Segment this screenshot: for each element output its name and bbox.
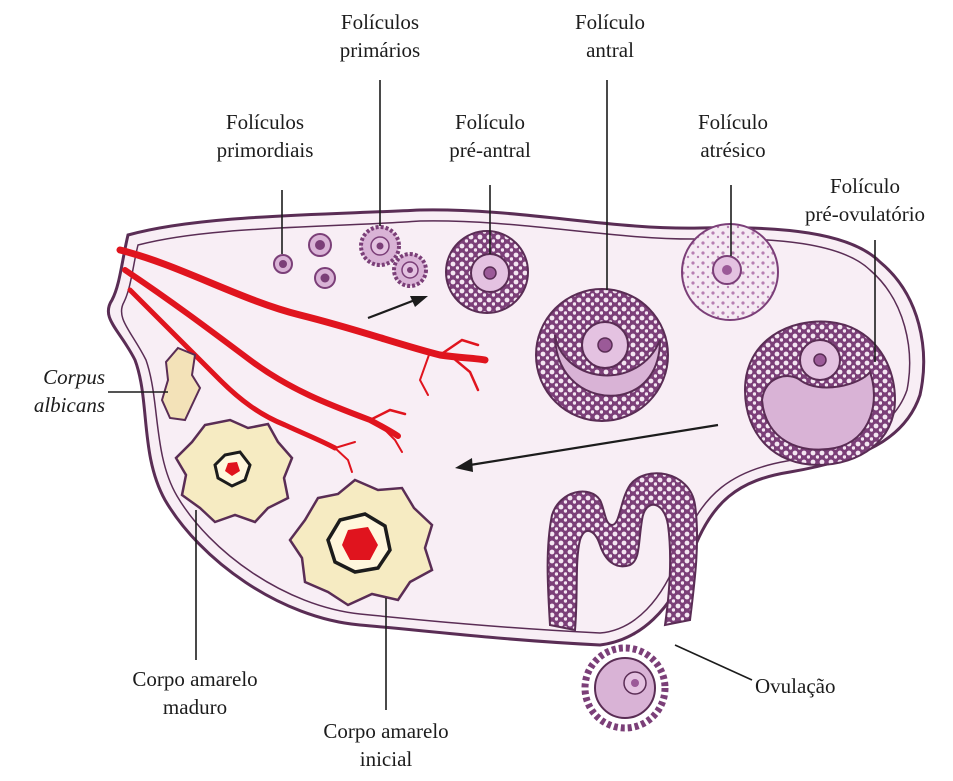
- label-primordial-follicles: Folículos primordiais: [195, 108, 335, 164]
- label-atretic-follicle: Folículo atrésico: [663, 108, 803, 164]
- label-antral-follicle: Folículo antral: [540, 8, 680, 64]
- label-primary-follicles: Folículos primários: [310, 8, 450, 64]
- label-corpo-amarelo-inicial: Corpo amarelo inicial: [276, 717, 496, 773]
- label-pre-ovulatory-follicle: Folículo pré-ovulatório: [780, 172, 950, 228]
- antral-follicle: [536, 289, 668, 421]
- label-corpo-amarelo-maduro: Corpo amarelo maduro: [85, 665, 305, 721]
- label-pre-antral-follicle: Folículo pré-antral: [420, 108, 560, 164]
- pre-antral-follicle: [446, 231, 528, 313]
- label-ovulation: Ovulação: [755, 672, 895, 700]
- atretic-follicle: [682, 224, 778, 320]
- label-corpus-albicans: Corpus albicans: [5, 363, 105, 419]
- released-oocyte: [585, 648, 665, 728]
- pre-ovulatory-follicle: [745, 322, 895, 465]
